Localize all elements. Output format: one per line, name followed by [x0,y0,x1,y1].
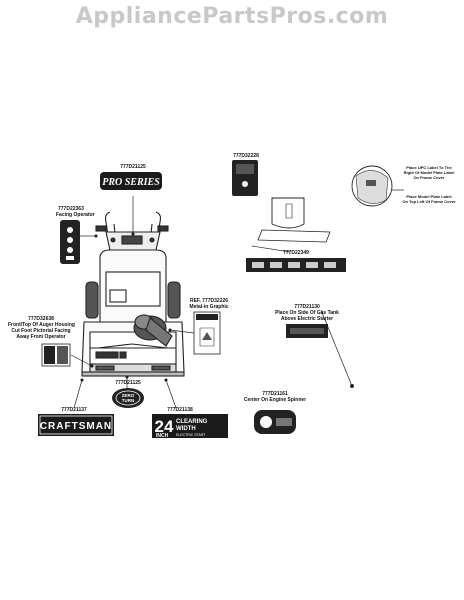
front-auger-line3: Away From Operator [16,334,66,340]
front-auger-line1: Front/Top Of Auger Housing [8,322,75,328]
label-note-line2: Right Of Model Plate Label [403,170,455,175]
front-auger-part: 777D32638 [28,316,54,322]
zero-turn-line2: TURN [121,398,135,403]
label-note-line3: On Frame Cover [413,175,445,180]
engine-spinner-decal [254,410,296,434]
label-note-line5: On Top Left Of Frame Cover [402,199,456,204]
craftsman-part: 777D21137 [61,407,87,413]
inch-text: INCH [156,433,169,439]
metal-graphic-part: REF. 777D32226 [189,298,229,304]
pro-series-part: 777D21125 [120,164,146,170]
electric-start-text: ELECTRIC START [176,433,206,437]
dash-strip-part: 777D22349 [283,250,309,256]
gas-tank-part: 777D21130 [294,304,320,310]
top-right-part: 777D32228 [233,153,259,159]
wedge-decal [271,197,305,229]
front-auger-line2: Cut Foot Pictorial Facing [11,328,71,334]
engine-spinner-part: 777D21161 [262,391,288,397]
gas-tank-line2: Above Electric Starter [280,316,334,322]
zero-turn-line1: ZERO [121,393,135,398]
clearing-width-number: 24 [155,417,174,436]
width-text: WIDTH [176,426,196,432]
leader-lines [70,196,354,409]
engine-spinner-desc: Center On Engine Spinner [243,397,307,403]
pro-series-decal [100,172,162,190]
clearing-text: CLEARING [176,419,208,425]
pacing-operator-desc: Facing Operator [56,212,95,218]
label-note-line1: Place UPC Label To The [406,165,452,170]
watermark: AppliancePartsPros.com [75,4,389,29]
metal-graphic-desc: Metal-in Graphic [189,304,229,310]
label-note-line4: Place Model Plate Label [406,194,452,199]
pro-series-text: PRO SERIES [102,177,160,188]
clearing-width-decal [152,414,228,438]
snowblower-illustration [81,211,185,377]
zero-turn-part: 777D21125 [115,380,141,386]
pacing-operator-part: 777D22363 [58,206,84,212]
gas-tank-line1: Place On Side Of Gas Tank [275,310,339,316]
clearing-width-part: 777D21138 [167,407,193,413]
craftsman-decal [38,414,114,436]
craftsman-text: CRAFTSMAN [40,421,112,432]
